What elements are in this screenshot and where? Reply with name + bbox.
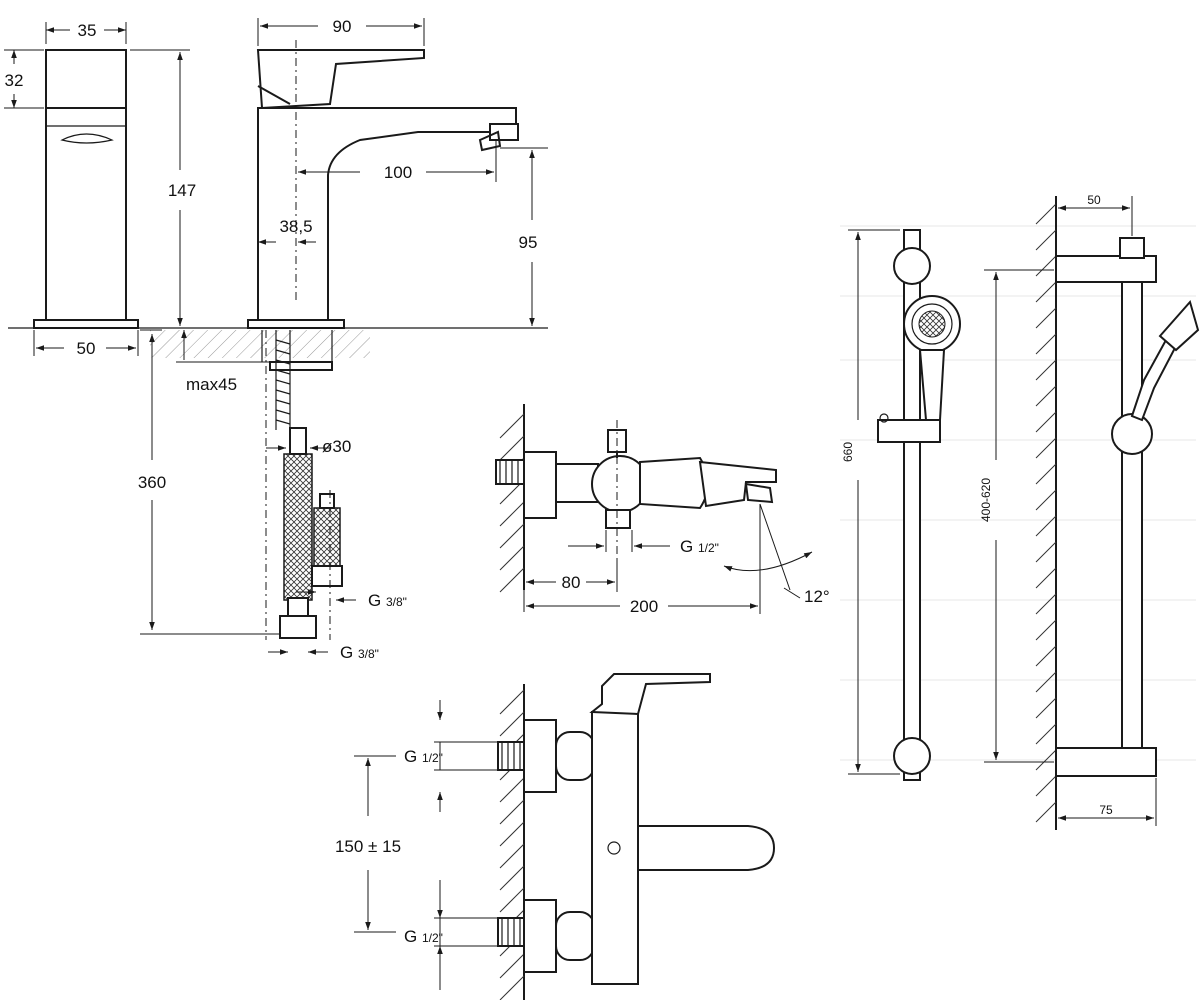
shower-dim-bottom-depth: 75 [1099,803,1113,817]
shower-dim-bar-length: 660 [841,442,855,462]
front-dim-connection-top-frac: 1/2" [422,751,443,765]
shower-set-drawing: 660 [840,193,1200,830]
basin-mounting [150,330,370,640]
dim-total-height: 147 [168,181,196,200]
side-dim-spout-angle: 12° [804,587,830,606]
dim-connection-1: G [368,591,381,610]
dim-connection-2: G [340,643,353,662]
dim-max-thickness: max45 [186,375,237,394]
side-dim-connection-frac: 1/2" [698,541,719,555]
shower-dim-fixing-spacing: 400-620 [979,478,993,522]
front-dim-connection-bottom-frac: 1/2" [422,931,443,945]
dim-axis-offset: 38,5 [279,217,312,236]
front-dim-connection-bottom: G [404,927,417,946]
dim-connection-2-frac: 3/8" [358,647,379,661]
shower-dim-top-depth: 50 [1087,193,1101,207]
shower-side-view [1055,237,1200,777]
basin-mixer-side-view [33,49,139,329]
dim-base-width: 50 [77,339,96,358]
dim-depth: 90 [333,17,352,36]
side-dim-spout-reach: 200 [630,597,658,616]
basin-hoses [279,427,343,640]
basin-mixer-front-view [247,40,519,329]
dim-hole-diameter: ø30 [322,437,351,456]
dim-spout-height: 95 [519,233,538,252]
bath-mixer-side-drawing: G 1/2" 80 200 12° [495,404,830,616]
dim-connection-1-frac: 3/8" [386,595,407,609]
dim-handle-height: 32 [5,71,24,90]
dim-hose-length: 360 [138,473,166,492]
bath-mixer-front-drawing: G 1/2" 150 ± 15 G 1/2" [335,673,776,1000]
basin-mixer-drawing: 35 32 147 50 90 100 38,5 [4,17,548,662]
side-dim-wall-offset: 80 [562,573,581,592]
side-dim-connection: G [680,537,693,556]
front-dim-connection-top: G [404,747,417,766]
dim-width-side: 35 [78,21,97,40]
front-dim-spacing: 150 ± 15 [335,837,401,856]
dim-spout-reach: 100 [384,163,412,182]
shower-front-view [877,229,961,781]
